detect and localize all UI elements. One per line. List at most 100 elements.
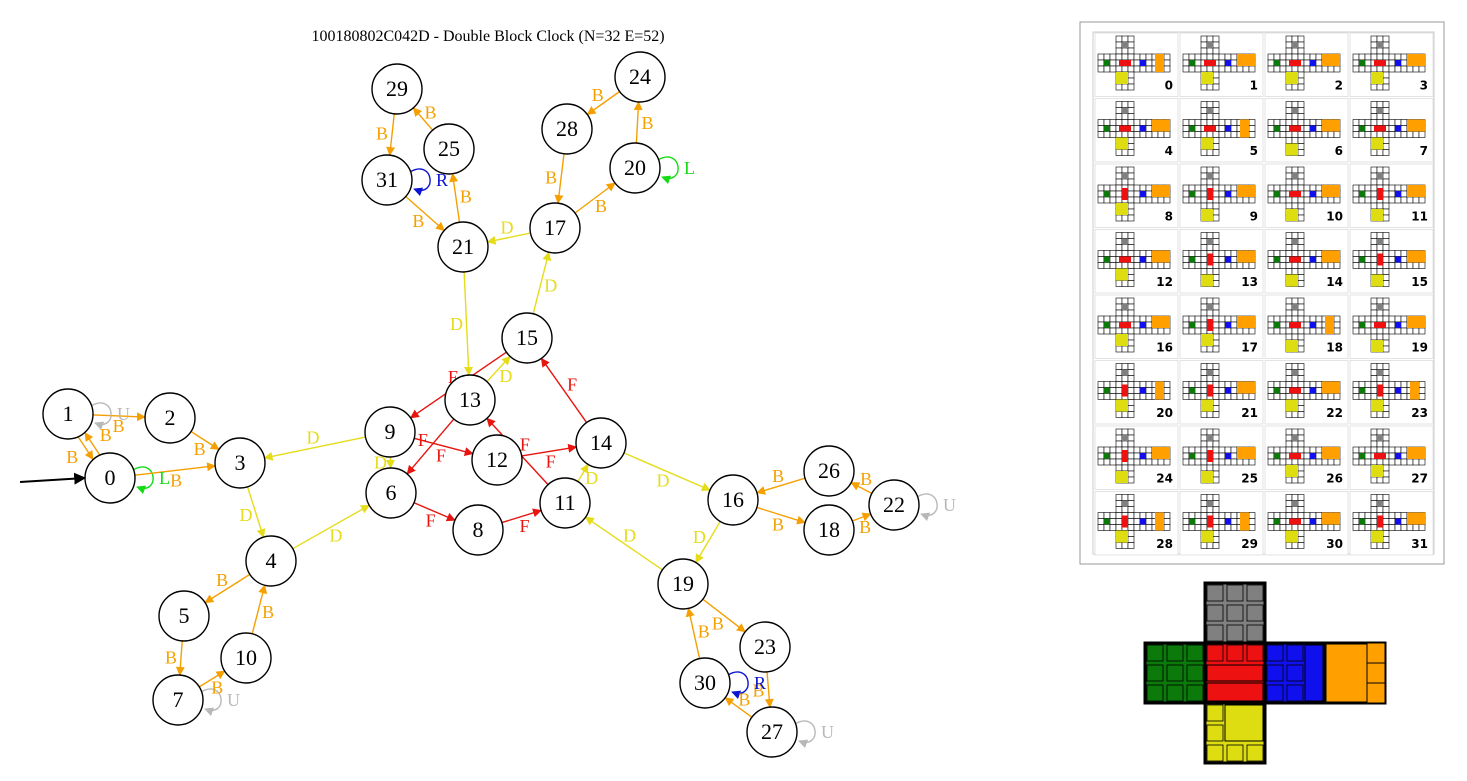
node-23: 23	[739, 621, 791, 673]
edge-27-27-U	[794, 720, 816, 749]
node-circle	[803, 504, 855, 556]
edge-label: B	[194, 439, 206, 459]
edge-label: B	[100, 425, 112, 445]
edge-19-23-B	[702, 598, 746, 633]
node-9: 9	[364, 406, 416, 458]
node-25: 25	[423, 123, 475, 175]
edge-label: B	[712, 613, 724, 633]
edge-label: F	[567, 375, 577, 395]
state-thumbnail-0: 0	[1094, 32, 1179, 97]
node-8: 8	[452, 504, 504, 556]
state-thumbnail-13: 13	[1179, 229, 1264, 294]
node-24: 24	[614, 51, 666, 103]
edge-label: D	[374, 453, 387, 473]
node-label: 19	[672, 571, 694, 596]
state-index-label: 8	[1165, 210, 1173, 224]
edge-label: U	[821, 722, 834, 742]
state-index-label: 29	[1241, 537, 1258, 551]
state-index-label: 26	[1326, 472, 1343, 486]
edge-label: F	[426, 511, 436, 531]
node-6: 6	[365, 467, 417, 519]
node-label: 10	[235, 645, 257, 670]
node-circle	[444, 374, 496, 426]
edge-label: B	[772, 515, 784, 535]
edge-label: B	[170, 470, 182, 490]
state-index-label: 23	[1411, 406, 1428, 420]
node-4: 4	[245, 535, 297, 587]
state-thumbnail-21: 21	[1179, 360, 1264, 425]
node-circle	[220, 632, 272, 684]
state-thumbnail-12: 12	[1094, 229, 1179, 294]
edge-10-4-B	[251, 584, 268, 634]
edge-23-27-B	[764, 671, 774, 708]
node-label: 23	[754, 634, 776, 659]
edge-29-31-B	[386, 113, 396, 157]
cube-net-legend	[1143, 581, 1387, 765]
node-13: 13	[444, 374, 496, 426]
edge-20-24-B	[633, 101, 643, 144]
state-thumbnail-19: 19	[1349, 294, 1434, 359]
node-label: 29	[386, 76, 408, 101]
node-circle	[158, 590, 210, 642]
edge-label: B	[460, 187, 472, 207]
state-thumbnail-22: 22	[1264, 360, 1349, 425]
node-label: 17	[544, 215, 566, 240]
node-circle	[614, 51, 666, 103]
node-label: 2	[165, 405, 176, 430]
state-index-label: 27	[1411, 472, 1428, 486]
state-index-label: 31	[1411, 537, 1428, 551]
edge-6-8-F	[413, 502, 456, 522]
edge-3-4-D	[246, 486, 266, 539]
state-index-label: 24	[1156, 472, 1173, 486]
edge-4-5-B	[204, 573, 251, 604]
edge-label: B	[753, 680, 765, 700]
edge-label: B	[376, 123, 388, 143]
state-index-label: 2	[1335, 79, 1343, 93]
state-index-label: 7	[1420, 144, 1428, 158]
node-circle	[214, 437, 266, 489]
node-label: 3	[235, 450, 246, 475]
node-circle	[746, 706, 798, 758]
node-label: 21	[452, 234, 474, 259]
node-label: 16	[722, 487, 744, 512]
edge-label: D	[329, 526, 342, 546]
node-circle	[501, 312, 553, 364]
edge-31-21-B	[405, 196, 445, 232]
diagram-title: 100180802C042D - Double Block Clock (N=3…	[311, 28, 664, 45]
state-thumbnail-6: 6	[1264, 98, 1349, 163]
state-index-label: 25	[1241, 472, 1258, 486]
edge-label: B	[211, 678, 223, 698]
node-circle	[364, 406, 416, 458]
edge-label: F	[546, 451, 556, 471]
node-label: 13	[459, 387, 481, 412]
node-label: 7	[173, 687, 184, 712]
node-label: 28	[556, 116, 578, 141]
edge-label: B	[698, 621, 710, 641]
state-thumbnail-7: 7	[1349, 98, 1434, 163]
state-thumbnail-2: 2	[1264, 32, 1349, 97]
edge-label: L	[159, 468, 170, 488]
state-thumbnail-9: 9	[1179, 163, 1264, 228]
edge-label: B	[66, 447, 78, 467]
node-17: 17	[529, 202, 581, 254]
state-thumbnail-3: 3	[1349, 32, 1434, 97]
edge-30-30-R	[727, 671, 749, 700]
edge-label: D	[623, 525, 636, 545]
state-index-label: 17	[1241, 341, 1258, 355]
node-label: 18	[818, 517, 840, 542]
edge-21-13-D	[463, 271, 473, 376]
edge-label: F	[448, 367, 458, 387]
edge-label: D	[306, 428, 319, 448]
edge-16-19-D	[695, 521, 721, 564]
state-index-label: 21	[1241, 406, 1258, 420]
node-label: 25	[438, 136, 460, 161]
edge-7-10-B	[198, 670, 226, 688]
edge-7-7-U	[200, 688, 222, 717]
edge-13-15-D	[486, 355, 511, 383]
state-index-label: 22	[1326, 406, 1343, 420]
node-31: 31	[361, 154, 413, 206]
node-circle	[803, 445, 855, 497]
edge-label: L	[684, 158, 695, 178]
state-index-label: 9	[1250, 210, 1258, 224]
